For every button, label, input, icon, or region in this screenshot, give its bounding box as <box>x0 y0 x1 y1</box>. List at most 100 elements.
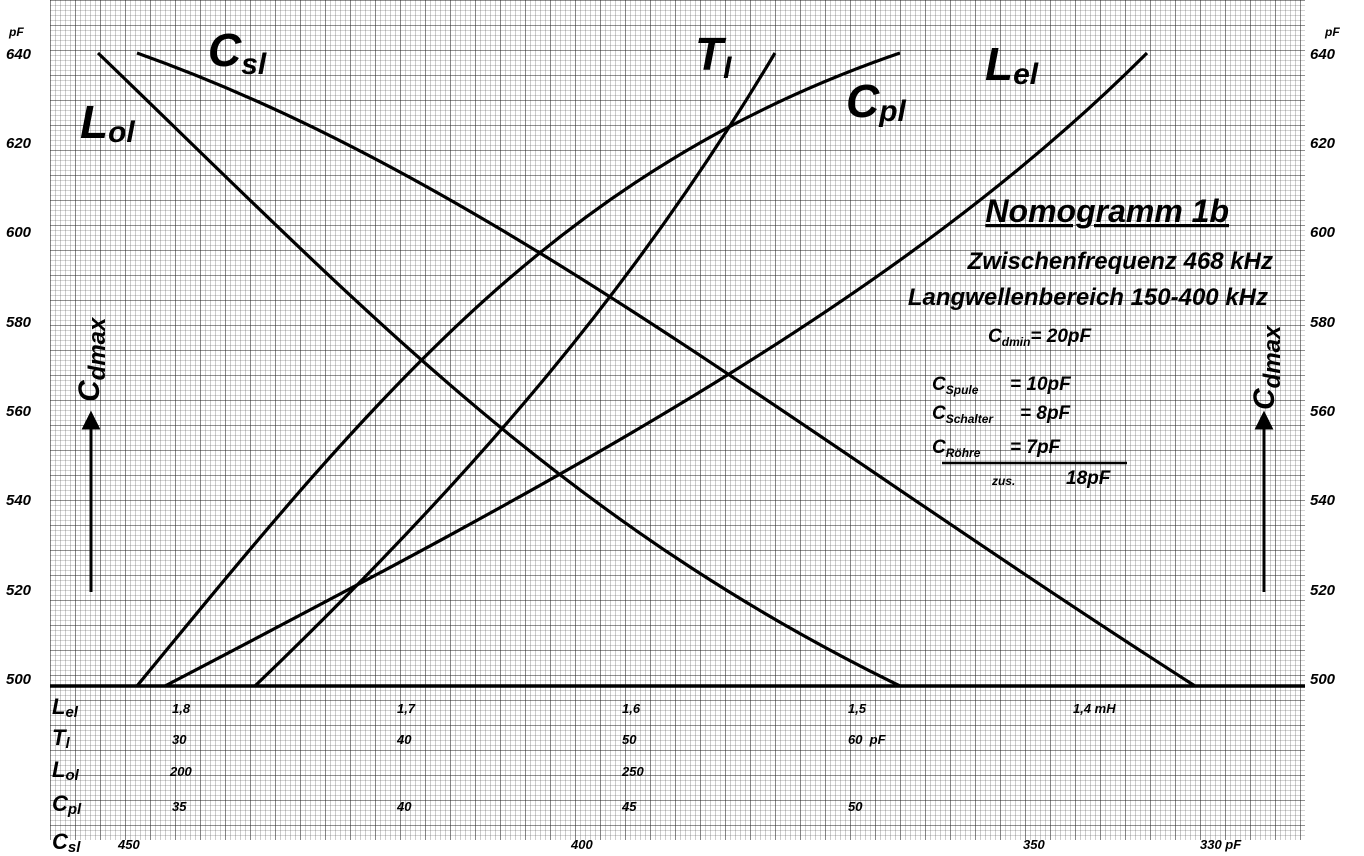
lel-val-1-4: 1,4 mH <box>1073 701 1116 716</box>
scale-tl-sub: l <box>65 735 70 752</box>
scale-cpl-sub: pl <box>67 801 82 818</box>
c-schalter-sub: Schalter <box>946 412 995 426</box>
scale-name-tl: Tl <box>52 725 70 752</box>
cpl-val-50: 50 <box>848 799 863 814</box>
cpl-val-40: 40 <box>396 799 412 814</box>
cdmax-arrows <box>81 410 1274 592</box>
cdmin-main: C <box>988 326 1002 347</box>
scale-csl-sub: sl <box>68 839 81 856</box>
tl-val-30: 30 <box>172 732 187 747</box>
csl-val-330: 330 pF <box>1200 837 1242 852</box>
scale-name-lol: Lol <box>52 757 80 784</box>
y-tick-600-right: 600 <box>1310 224 1336 241</box>
c-spule-main: C <box>932 374 946 395</box>
y-axis-left: pF 640 620 600 580 560 540 520 500 <box>6 25 32 688</box>
curve-lol <box>96 51 901 688</box>
curve-label-lol: Lol <box>80 96 135 149</box>
y-unit-left: pF <box>8 25 24 39</box>
total-label: zus. <box>991 474 1015 488</box>
cdmin-sub: dmin <box>1002 335 1031 349</box>
scale-lel-sub: el <box>65 704 78 721</box>
curve-tl <box>253 52 777 688</box>
cdmax-right-main: C <box>1248 387 1281 410</box>
y-tick-640-right: 640 <box>1310 46 1336 63</box>
y-tick-600: 600 <box>6 224 32 241</box>
cpl-main: C <box>846 75 880 127</box>
lel-main: L <box>985 38 1013 90</box>
y-tick-500-right: 500 <box>1310 671 1336 688</box>
scale-lel-main: L <box>52 694 65 719</box>
curve-label-lel: Lel <box>985 38 1039 91</box>
y-tick-620-right: 620 <box>1310 135 1336 152</box>
curve-label-csl: Csl <box>208 24 267 81</box>
info-line-langwellenbereich: Langwellenbereich 150-400 kHz <box>908 284 1268 311</box>
y-axis-right: pF 640 620 600 580 560 540 520 500 <box>1310 25 1340 688</box>
bottom-scales: Lel Tl Lol Cpl Csl 1,8 1,7 1,6 1,5 1,4 m… <box>52 694 1242 856</box>
tl-sub: l <box>723 52 732 85</box>
c-roehre-main: C <box>932 437 946 458</box>
cdmin-value: = 20pF <box>1030 326 1092 347</box>
y-tick-520: 520 <box>6 582 32 599</box>
c-spule-value: = 10pF <box>1010 374 1072 395</box>
info-c-schalter: CSchalter <box>932 403 994 426</box>
y-tick-520-right: 520 <box>1310 582 1336 599</box>
total-value: 18pF <box>1066 468 1112 489</box>
cpl-val-35: 35 <box>172 799 187 814</box>
scale-name-cpl: Cpl <box>52 791 82 818</box>
c-schalter-value: = 8pF <box>1020 403 1072 424</box>
lol-main: L <box>80 96 108 148</box>
csl-val-400: 400 <box>570 837 593 852</box>
y-tick-580: 580 <box>6 314 32 331</box>
curve-cpl <box>135 51 901 688</box>
grid-major <box>50 0 1305 840</box>
info-line-zwischenfrequenz: Zwischenfrequenz 468 kHz <box>967 248 1273 275</box>
info-c-roehre: CRöhre <box>932 437 981 460</box>
scale-lol-main: L <box>52 757 65 782</box>
csl-val-450: 450 <box>117 837 140 852</box>
info-block: Nomogramm 1b Zwischenfrequenz 468 kHz La… <box>908 193 1273 489</box>
cpl-val-45: 45 <box>621 799 637 814</box>
y-tick-640: 640 <box>6 46 32 63</box>
cdmax-label-left: Cdmax <box>73 316 111 402</box>
tl-val-40: 40 <box>396 732 412 747</box>
curves <box>96 51 1196 688</box>
tl-val-50: 50 <box>622 732 637 747</box>
c-spule-sub: Spule <box>946 383 979 397</box>
lol-val-250: 250 <box>621 764 644 779</box>
info-cdmin: Cdmin= 20pF <box>988 326 1093 349</box>
csl-main: C <box>208 24 242 76</box>
cdmax-left-sub: dmax <box>84 316 111 380</box>
tl-val-60: 60 pF <box>848 732 887 747</box>
lel-sub: el <box>1013 58 1039 91</box>
y-unit-right: pF <box>1324 25 1340 39</box>
y-tick-500: 500 <box>6 671 32 688</box>
csl-sub: sl <box>241 48 267 81</box>
c-roehre-sub: Röhre <box>946 446 981 460</box>
c-schalter-main: C <box>932 403 946 424</box>
lol-val-200: 200 <box>169 764 192 779</box>
y-tick-540: 540 <box>6 492 32 509</box>
lel-val-1-5: 1,5 <box>848 701 867 716</box>
lel-val-1-7: 1,7 <box>397 701 416 716</box>
y-tick-560-right: 560 <box>1310 403 1336 420</box>
nomogram-title: Nomogramm 1b <box>985 193 1229 229</box>
scale-name-csl: Csl <box>52 829 81 856</box>
arrow-left-head <box>81 410 101 430</box>
scale-tl-main: T <box>52 725 67 750</box>
curve-label-tl: Tl <box>695 28 732 85</box>
csl-val-350: 350 <box>1023 837 1045 852</box>
cpl-sub: pl <box>878 95 906 128</box>
curve-csl <box>136 51 1196 688</box>
cdmax-left-main: C <box>73 379 106 402</box>
scale-csl-main: C <box>52 829 69 854</box>
y-tick-580-right: 580 <box>1310 314 1336 331</box>
y-tick-620: 620 <box>6 135 32 152</box>
arrow-right-head <box>1254 410 1274 430</box>
lel-val-1-8: 1,8 <box>172 701 191 716</box>
cdmax-right-sub: dmax <box>1259 324 1286 388</box>
curve-lel <box>164 51 1149 688</box>
curve-label-cpl: Cpl <box>846 75 907 128</box>
scale-name-lel: Lel <box>52 694 79 721</box>
y-tick-540-right: 540 <box>1310 492 1336 509</box>
